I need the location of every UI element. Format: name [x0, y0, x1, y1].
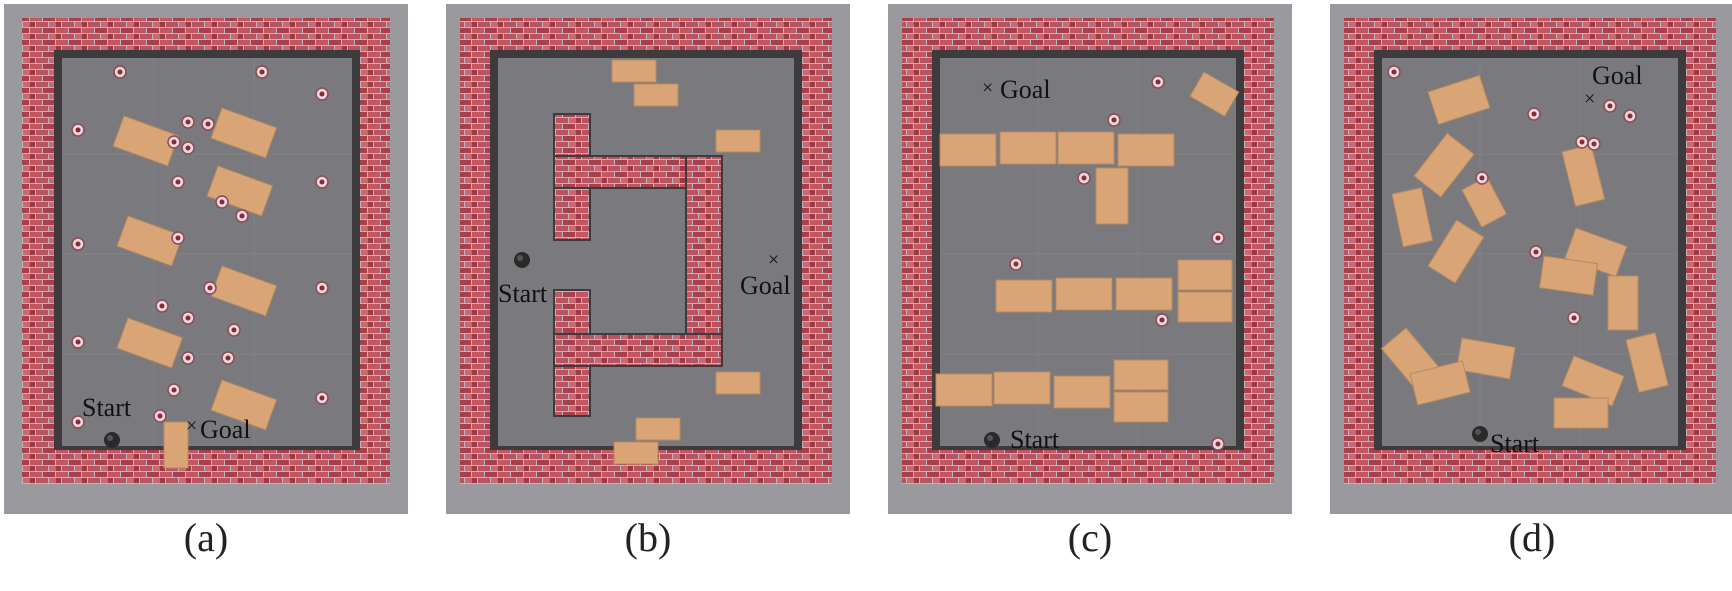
- goal-label: Goal: [200, 415, 251, 444]
- robot-icon: [104, 432, 120, 448]
- environment-map-d: Start × Goal: [1330, 4, 1732, 514]
- boxes: [935, 71, 1240, 423]
- environment-map-a: Start × Goal: [4, 4, 408, 514]
- goal-label: Goal: [1000, 75, 1051, 104]
- environment-map-b: Start × Goal: [446, 4, 850, 514]
- robot-icon: [984, 432, 1000, 448]
- boxes: [1380, 74, 1669, 429]
- robot-icon: [1472, 426, 1488, 442]
- start-label: Start: [1010, 425, 1060, 454]
- caption-a: (a): [183, 515, 229, 560]
- robot-icon: [514, 252, 530, 268]
- environment-map-c: Start × Goal: [888, 4, 1292, 514]
- goal-marker-icon: ×: [1584, 88, 1595, 110]
- goal-marker-icon: ×: [186, 415, 197, 437]
- caption-c: (c): [1067, 515, 1113, 560]
- panel-a: Start × Goal: [4, 4, 408, 514]
- caption-b: (b): [624, 515, 672, 560]
- inner-walls: [553, 113, 723, 417]
- goal-label: Goal: [740, 271, 791, 300]
- start-label: Start: [498, 279, 548, 308]
- boxes: [611, 59, 761, 465]
- panel-c: Start × Goal: [888, 4, 1292, 514]
- caption-d: (d): [1508, 515, 1556, 560]
- panel-b: Start × Goal: [446, 4, 850, 514]
- start-label: Start: [82, 393, 132, 422]
- boxes: [112, 107, 278, 469]
- goal-marker-icon: ×: [982, 77, 993, 99]
- start-label: Start: [1490, 429, 1540, 458]
- panel-d: Start × Goal: [1330, 4, 1732, 514]
- goal-marker-icon: ×: [768, 249, 779, 271]
- goal-label: Goal: [1592, 61, 1643, 90]
